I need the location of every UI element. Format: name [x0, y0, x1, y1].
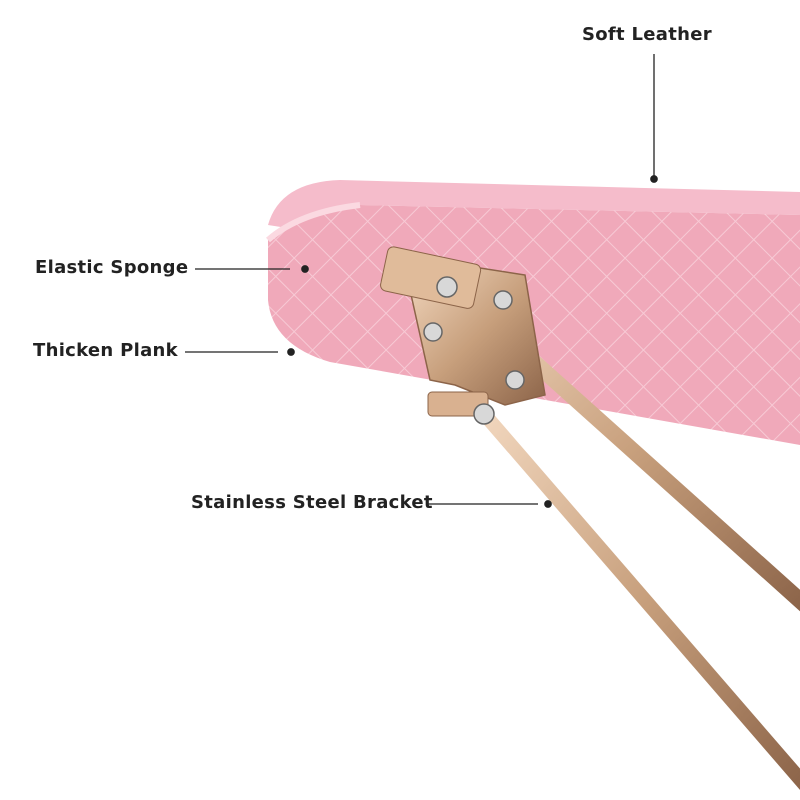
label-elastic-sponge: Elastic Sponge [35, 257, 189, 278]
label-soft-leather: Soft Leather [582, 24, 712, 45]
board-top-edge [268, 180, 800, 230]
label-thicken-plank: Thicken Plank [33, 340, 178, 361]
label-stainless-steel-bracket: Stainless Steel Bracket [191, 492, 433, 513]
bracket-rod-lower [478, 408, 800, 790]
